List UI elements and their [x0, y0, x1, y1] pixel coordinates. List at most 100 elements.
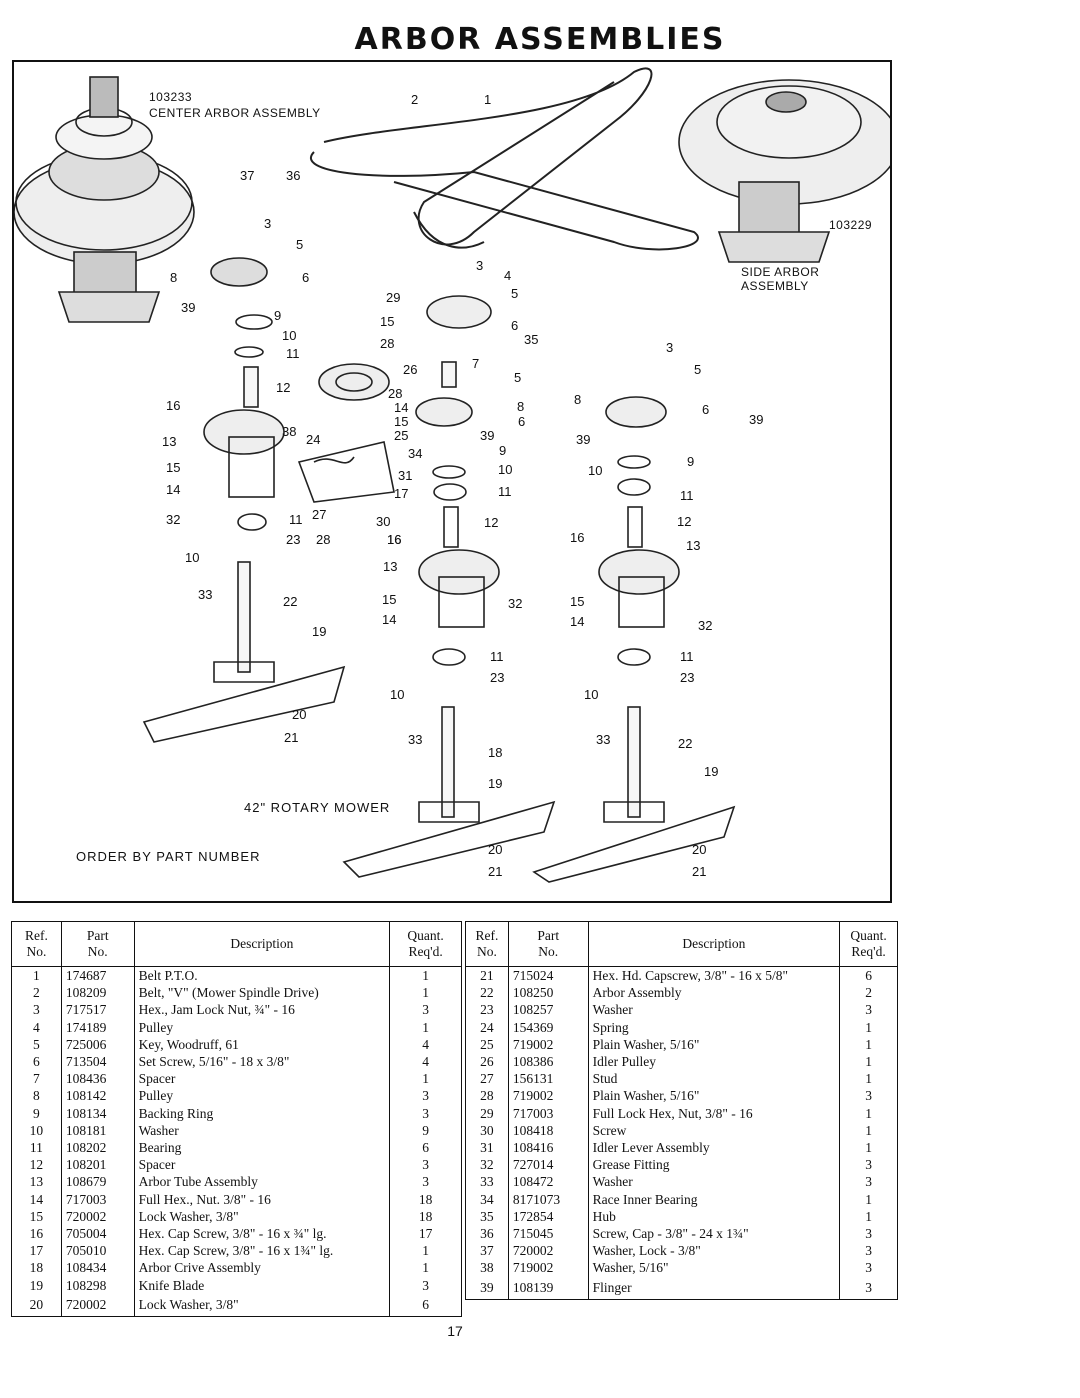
callout: 16 — [387, 532, 402, 547]
description-cell: Pulley — [133, 1018, 391, 1036]
part-no-cell: 108202 — [60, 1139, 135, 1157]
part-no-cell: 174189 — [60, 1018, 135, 1036]
part-no-cell: 108416 — [507, 1139, 589, 1157]
description-cell: Arbor Crive Assembly — [133, 1259, 391, 1277]
ref-no-cell: 21 — [465, 966, 509, 985]
right-column-parts — [532, 396, 736, 883]
description-cell: Key, Woodruff, 61 — [133, 1035, 391, 1054]
callout: 8 — [517, 399, 525, 414]
callout: 39 — [181, 300, 196, 315]
callout: 28 — [380, 336, 395, 351]
description-cell: Washer, Lock - 3/8" — [587, 1242, 841, 1260]
quantity-cell: 17 — [389, 1225, 462, 1243]
callout: 16 — [166, 398, 181, 413]
part-no-cell: 720002 — [60, 1293, 135, 1317]
part-no-cell: 108436 — [60, 1070, 135, 1088]
callout: 3 — [264, 216, 272, 231]
callout: 33 — [596, 732, 611, 747]
quantity-cell: 3 — [389, 1276, 462, 1294]
callout: 15 — [382, 592, 397, 607]
callout: 6 — [302, 270, 310, 285]
part-no-cell: 108134 — [60, 1104, 135, 1122]
callout: 11 — [286, 346, 300, 361]
ref-no-cell: 23 — [465, 1001, 509, 1019]
description-cell: Washer, 5/16" — [587, 1259, 841, 1277]
description-header: Description — [133, 921, 391, 967]
part-no-cell: 705004 — [60, 1225, 135, 1243]
callout: 13 — [383, 559, 398, 574]
quantity-cell: 6 — [389, 1293, 462, 1317]
part-no-cell: 108418 — [507, 1121, 589, 1140]
callout: 20 — [692, 842, 707, 857]
quantity-cell: 1 — [839, 1070, 898, 1088]
quantity-cell: 3 — [389, 1001, 462, 1019]
callout: 21 — [692, 864, 707, 879]
ref-no-cell: 34 — [465, 1190, 509, 1208]
description-cell: Screw, Cap - 3/8" - 24 x 1¾" — [587, 1225, 841, 1243]
callout: 5 — [514, 370, 522, 385]
ref-no-cell: 11 — [11, 1139, 62, 1157]
callout: 15 — [570, 594, 585, 609]
description-cell: Washer — [587, 1173, 841, 1191]
ref-no-cell: 5 — [11, 1035, 62, 1054]
quantity-cell: 1 — [839, 1190, 898, 1208]
description-cell: Flinger — [587, 1276, 841, 1300]
part-no-cell: 108298 — [60, 1276, 135, 1294]
description-cell: Hex. Cap Screw, 3/8" - 16 x ¾" lg. — [133, 1225, 391, 1243]
page-number: 17 — [447, 1323, 463, 1339]
callout: 37 — [240, 168, 255, 183]
ref-no-cell: 8 — [11, 1087, 62, 1105]
part-no-cell: 108250 — [507, 984, 589, 1002]
callout: 28 — [316, 532, 331, 547]
callout: 11 — [289, 512, 303, 527]
quantity-cell: 3 — [839, 1259, 898, 1277]
quantity-cell: 2 — [839, 984, 898, 1002]
part-no-cell: 108209 — [60, 984, 135, 1002]
ref-no-cell: 35 — [465, 1207, 509, 1226]
part-no-cell: 720002 — [60, 1207, 135, 1226]
description-cell: Screw — [587, 1121, 841, 1140]
ref-no-cell: 15 — [11, 1207, 62, 1226]
callout: 25 — [394, 428, 409, 443]
mower-label: 42" ROTARY MOWER — [244, 800, 391, 815]
callout: 20 — [488, 842, 503, 857]
callout: 29 — [386, 290, 401, 305]
callout: 11 — [490, 649, 504, 664]
quantity-cell: 9 — [389, 1121, 462, 1140]
ref-no-cell: 30 — [465, 1121, 509, 1140]
ref-no-cell: 22 — [465, 984, 509, 1002]
ref-no-header: Ref.No. — [11, 921, 62, 967]
description-cell: Washer — [133, 1121, 391, 1140]
callout: 9 — [274, 308, 282, 323]
quantity-header: Quant.Req'd. — [839, 921, 898, 967]
callout: 23 — [490, 670, 505, 685]
callout: 6 — [702, 402, 710, 417]
drive-belts — [310, 67, 699, 251]
callout: 27 — [312, 507, 327, 522]
quantity-cell: 3 — [839, 1087, 898, 1105]
ref-no-cell: 9 — [11, 1104, 62, 1122]
quantity-cell: 3 — [839, 1242, 898, 1260]
callout: 12 — [677, 514, 692, 529]
description-cell: Pulley — [133, 1087, 391, 1105]
exploded-parts-diagram: 103233 CENTER ARBOR ASSEMBLY 103229 SIDE… — [12, 60, 892, 903]
part-no-cell: 156131 — [507, 1070, 589, 1088]
description-cell: Plain Washer, 5/16" — [587, 1035, 841, 1054]
description-cell: Hub — [587, 1207, 841, 1226]
ref-no-cell: 19 — [11, 1276, 62, 1294]
description-cell: Arbor Tube Assembly — [133, 1173, 391, 1191]
ref-no-cell: 27 — [465, 1070, 509, 1088]
ref-no-header: Ref.No. — [465, 921, 509, 967]
order-note: ORDER BY PART NUMBER — [76, 849, 261, 864]
callout: 13 — [162, 434, 177, 449]
center-column-parts — [142, 257, 346, 743]
